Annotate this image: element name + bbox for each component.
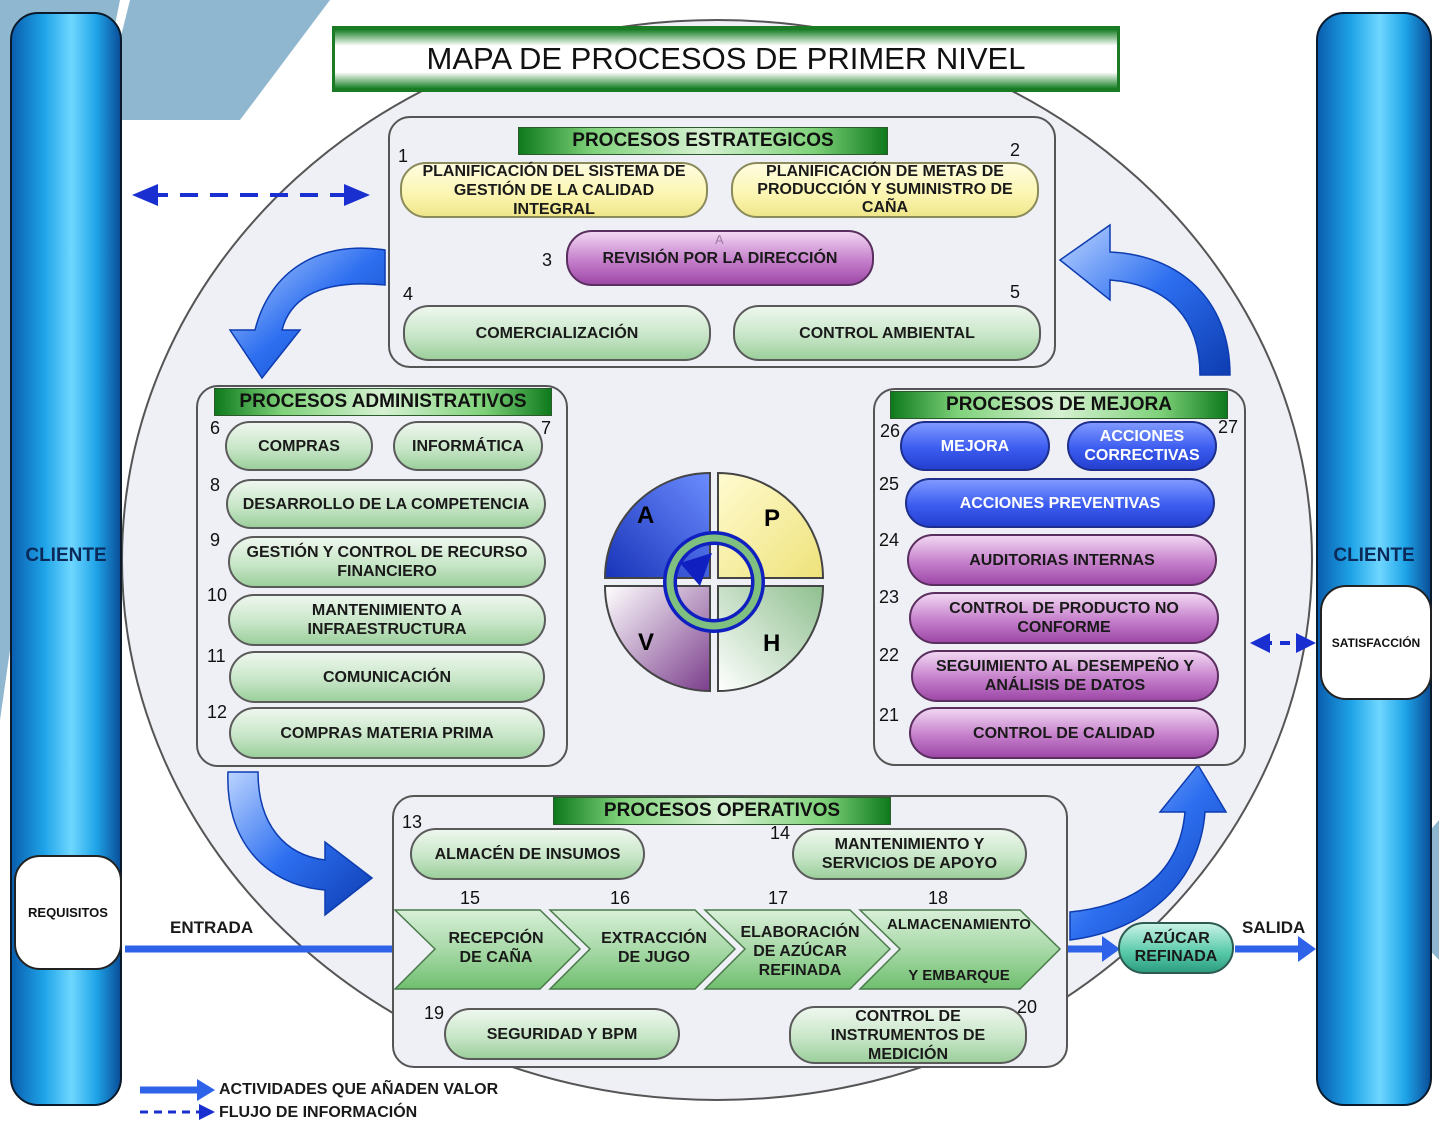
process-number: 25 (879, 474, 900, 494)
process-4[interactable]: COMERCIALIZACIÓN (403, 305, 711, 361)
process-8[interactable]: DESARROLLO DE LA COMPETENCIA (226, 479, 546, 529)
process-22[interactable]: SEGUIMIENTO AL DESEMPEÑO Y ANÁLISIS DE D… (911, 650, 1219, 702)
process-17[interactable]: ELABORACIÓN DE AZÚCAR REFINADA (740, 923, 860, 979)
process-number: 15 (460, 888, 481, 908)
process-6[interactable]: COMPRAS (225, 421, 373, 471)
process-number: 6 (210, 418, 221, 438)
output-product: AZÚCAR REFINADA (1118, 922, 1234, 974)
process-19[interactable]: SEGURIDAD Y BPM (444, 1008, 680, 1060)
process-25[interactable]: ACCIONES PREVENTIVAS (905, 478, 1215, 528)
process-23[interactable]: CONTROL DE PRODUCTO NO CONFORME (909, 592, 1219, 644)
salida-label: SALIDA (1242, 918, 1306, 937)
process-20[interactable]: CONTROL DE INSTRUMENTOS DE MEDICIÓN (789, 1006, 1027, 1064)
client-label-left: CLIENTE (25, 545, 107, 566)
process-15[interactable]: RECEPCIÓN DE CAÑA (448, 930, 544, 966)
process-number: 13 (402, 812, 423, 832)
process-number: 2 (1010, 140, 1021, 160)
client-label-right: CLIENTE (1333, 545, 1415, 566)
satisfaction-label: SATISFACCIÓN (1331, 635, 1421, 650)
process-11[interactable]: COMUNICACIÓN (229, 651, 545, 703)
process-number: 22 (879, 645, 900, 665)
requirements-label: REQUISITOS (28, 905, 108, 920)
process-number: 16 (610, 888, 631, 908)
process-number: 1 (398, 146, 409, 166)
process-number: 21 (879, 705, 900, 725)
chevron-18 (858, 909, 1062, 990)
process-number: 12 (207, 702, 228, 722)
process-number: 10 (207, 585, 228, 605)
page-title: MAPA DE PROCESOS DE PRIMER NIVEL (426, 41, 1026, 76)
process-number: 18 (928, 888, 949, 908)
process-number: 8 (210, 475, 221, 495)
chevron-16 (548, 909, 737, 990)
process-12[interactable]: COMPRAS MATERIA PRIMA (229, 707, 545, 759)
legend-value-label: ACTIVIDADES QUE AÑADEN VALOR (219, 1081, 499, 1098)
process-number: 3 (542, 250, 553, 270)
process-number: 7 (541, 418, 552, 438)
chevron-17 (703, 909, 892, 990)
process-number: 5 (1010, 282, 1021, 302)
phva-letter-p: P (764, 505, 781, 532)
page-title-box: MAPA DE PROCESOS DE PRIMER NIVEL (332, 26, 1120, 92)
phva-cycle (603, 471, 825, 693)
process-18[interactable]: ALMACENAMIENTO Y EMBARQUE (880, 915, 1038, 985)
process-21[interactable]: CONTROL DE CALIDAD (909, 707, 1219, 759)
process-1[interactable]: PLANIFICACIÓN DEL SISTEMA DE GESTIÓN DE … (400, 162, 708, 218)
chevron-15 (393, 909, 582, 990)
process-number: 27 (1218, 417, 1239, 437)
process-number: 4 (403, 284, 414, 304)
process-3-mark: A (715, 232, 724, 247)
process-number: 14 (770, 823, 791, 843)
improvement-header: PROCESOS DE MEJORA (890, 391, 1228, 419)
cycle-arrow-top-left (228, 247, 386, 380)
phva-letter-h: H (763, 630, 781, 657)
process-13[interactable]: ALMACÉN DE INSUMOS (410, 828, 645, 880)
entrada-label: ENTRADA (170, 918, 254, 937)
satisfaction-bubble: SATISFACCIÓN (1320, 585, 1432, 700)
phva-quadrant-v (603, 585, 711, 693)
operative-header: PROCESOS OPERATIVOS (553, 797, 891, 825)
process-number: 26 (880, 421, 901, 441)
process-26[interactable]: MEJORA (900, 421, 1050, 471)
process-number: 11 (207, 646, 226, 666)
process-14[interactable]: MANTENIMIENTO Y SERVICIOS DE APOYO (792, 828, 1027, 880)
process-3-label: REVISIÓN POR LA DIRECCIÓN (602, 249, 838, 267)
administrative-header: PROCESOS ADMINISTRATIVOS (214, 388, 552, 416)
cycle-arrow-bottom-left (227, 771, 374, 917)
process-number: 24 (879, 530, 900, 550)
process-number: 17 (768, 888, 789, 908)
process-18-label-top: ALMACENAMIENTO (887, 916, 1031, 933)
phva-letter-v: V (638, 629, 655, 656)
process-9[interactable]: GESTIÓN Y CONTROL DE RECURSO FINANCIERO (228, 536, 546, 588)
process-16[interactable]: EXTRACCIÓN DE JUGO (601, 930, 707, 966)
process-10[interactable]: MANTENIMIENTO A INFRAESTRUCTURA (228, 594, 546, 646)
process-27[interactable]: ACCIONES CORRECTIVAS (1067, 421, 1217, 471)
legend-info-label: FLUJO DE INFORMACIÓN (219, 1104, 418, 1121)
value-chain (393, 909, 1062, 990)
cycle-arrow-top-right (1058, 223, 1231, 376)
process-3[interactable]: REVISIÓN POR LA DIRECCIÓN (566, 230, 874, 286)
strategic-header: PROCESOS ESTRATEGICOS (518, 127, 888, 155)
process-5[interactable]: CONTROL AMBIENTAL (733, 305, 1041, 361)
process-number: 19 (424, 1003, 445, 1023)
client-column-right (1316, 12, 1432, 1106)
process-18-label-bottom: Y EMBARQUE (908, 967, 1010, 984)
process-number: 23 (879, 587, 900, 607)
process-7[interactable]: INFORMÁTICA (393, 421, 543, 471)
process-number: 20 (1017, 997, 1038, 1017)
process-2[interactable]: PLANIFICACIÓN DE METAS DE PRODUCCIÓN Y S… (731, 162, 1039, 218)
requirements-bubble: REQUISITOS (14, 855, 122, 970)
cycle-arrow-bottom-right (1069, 763, 1228, 941)
process-24[interactable]: AUDITORIAS INTERNAS (907, 534, 1217, 586)
phva-letter-a: A (637, 502, 655, 529)
process-number: 9 (210, 530, 221, 550)
